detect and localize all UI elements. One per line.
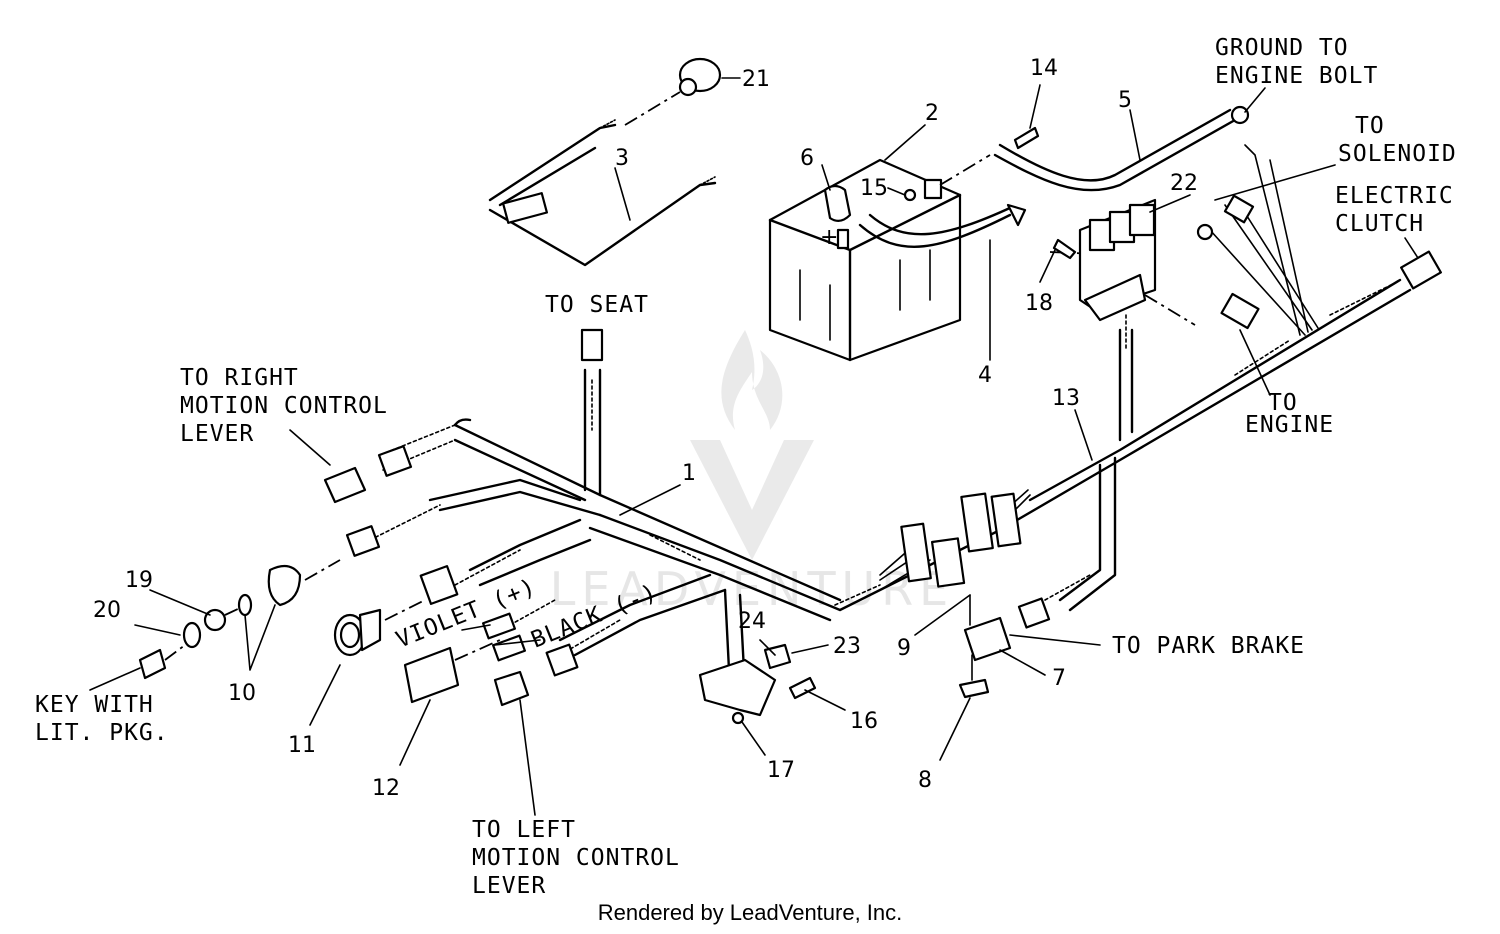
label-left-lever-1: TO LEFT <box>472 817 576 843</box>
callout-7: 7 <box>1052 666 1066 691</box>
label-key-1: KEY WITH <box>35 692 154 718</box>
callout-5: 5 <box>1118 88 1132 113</box>
footer-credit: Rendered by LeadVenture, Inc. <box>598 900 903 925</box>
callout-19: 19 <box>125 568 153 593</box>
label-right-lever-2: MOTION CONTROL <box>180 393 388 419</box>
upper-right-wires <box>1196 144 1442 336</box>
label-engine-2: ENGINE <box>1245 412 1334 438</box>
seat-switch-assembly <box>488 57 722 267</box>
label-engine-1: TO <box>1268 390 1298 416</box>
left-lever-connectors <box>493 643 579 707</box>
callout-6: 6 <box>800 146 814 171</box>
callout-16: 16 <box>850 709 878 734</box>
svg-text:+: + <box>820 225 838 250</box>
label-solenoid-2: SOLENOID <box>1338 141 1457 167</box>
callout-18: 18 <box>1025 291 1053 316</box>
ignition-switch-parts <box>138 559 341 680</box>
callout-15: 15 <box>860 176 888 201</box>
battery-cables <box>858 105 1250 326</box>
text-labels: GROUND TO ENGINE BOLT TO SOLENOID ELECTR… <box>35 35 1457 899</box>
label-left-lever-2: MOTION CONTROL <box>472 845 680 871</box>
callout-14: 14 <box>1030 56 1058 81</box>
seat-connector <box>580 328 604 362</box>
relay-block <box>1078 198 1157 322</box>
park-brake-switch <box>958 594 1051 699</box>
callout-20: 20 <box>93 598 121 623</box>
callout-24: 24 <box>738 609 766 634</box>
callout-numbers: 1 2 3 4 5 6 7 8 9 10 11 12 13 14 15 16 1… <box>93 56 1198 801</box>
ignition-module <box>698 643 817 725</box>
callout-23: 23 <box>833 634 861 659</box>
callout-13: 13 <box>1052 386 1080 411</box>
callout-22: 22 <box>1170 171 1198 196</box>
label-park-brake: TO PARK BRAKE <box>1112 633 1305 659</box>
connector-fanout <box>879 489 1031 591</box>
label-clutch-1: ELECTRIC <box>1335 183 1454 209</box>
label-ground-2: ENGINE BOLT <box>1215 63 1378 89</box>
callout-4: 4 <box>978 363 992 388</box>
callout-3: 3 <box>615 146 629 171</box>
battery: + <box>768 158 962 362</box>
callout-9: 9 <box>897 636 911 661</box>
callout-1: 1 <box>682 461 696 486</box>
label-to-seat: TO SEAT <box>545 292 649 318</box>
label-solenoid-1: TO <box>1355 113 1385 139</box>
label-right-lever-3: LEVER <box>180 421 254 447</box>
callout-17: 17 <box>767 758 795 783</box>
callout-2: 2 <box>925 101 939 126</box>
label-right-lever-1: TO RIGHT <box>180 365 299 391</box>
fasteners <box>903 126 1077 260</box>
callout-12: 12 <box>372 776 400 801</box>
callout-8: 8 <box>918 768 932 793</box>
label-clutch-2: CLUTCH <box>1335 211 1424 237</box>
callout-21: 21 <box>742 67 770 92</box>
leader-lines <box>89 77 1419 816</box>
right-lever-connectors <box>323 445 413 557</box>
label-ground-1: GROUND TO <box>1215 35 1349 61</box>
callout-10: 10 <box>228 681 256 706</box>
label-key-2: LIT. PKG. <box>35 720 169 746</box>
hour-meter-and-switch <box>333 565 526 704</box>
label-left-lever-3: LEVER <box>472 873 546 899</box>
callout-11: 11 <box>288 733 316 758</box>
